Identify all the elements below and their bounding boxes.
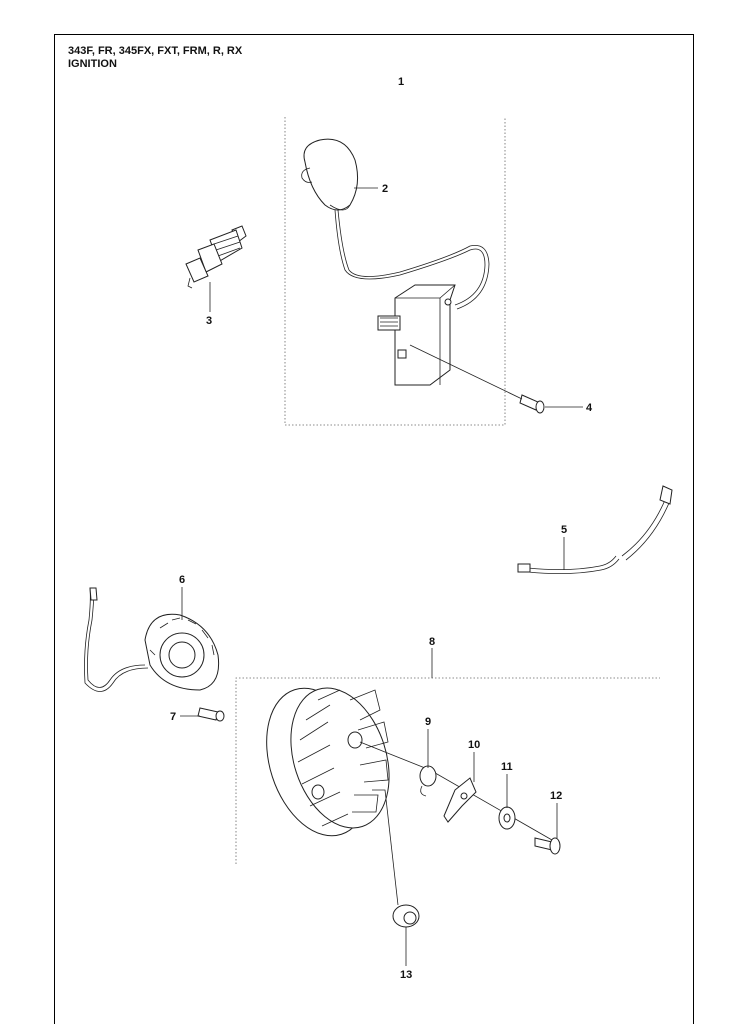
part-13-nut [392,904,420,928]
callout-11: 11 [501,761,513,773]
callouts: 1 2 3 4 5 6 7 8 9 10 11 12 13 [170,76,593,981]
leader-lines [180,187,583,966]
part-2-spark-plug-cap [301,138,490,310]
part-12-bolt [534,837,561,855]
callout-4: 4 [586,402,593,414]
page-header: 343F, FR, 345FX, FXT, FRM, R, RX IGNITIO… [68,45,242,71]
group-8-bracket [235,677,660,864]
page-frame [54,34,694,1024]
flywheel [266,687,390,837]
part-9-spring [419,765,437,797]
callout-6: 6 [179,574,185,586]
group-1-bracket [284,117,506,426]
callout-5: 5 [561,524,567,536]
ignition-module [377,284,456,386]
model-list: 343F, FR, 345FX, FXT, FRM, R, RX [68,45,243,57]
callout-2: 2 [382,183,388,195]
part-7-screw [197,707,225,722]
part-6-coil [84,587,220,692]
callout-7: 7 [170,711,176,723]
callout-8: 8 [429,636,435,648]
callout-12: 12 [550,790,562,802]
part-5-cable [517,485,673,574]
part-10-pawl [443,777,477,823]
callout-13: 13 [400,969,412,981]
part-4-screw [409,344,545,414]
section-title: IGNITION [68,58,117,70]
callout-3: 3 [206,315,212,327]
part-11-washer [498,806,516,830]
callout-10: 10 [468,739,480,751]
callout-1: 1 [398,76,404,88]
part-3-spark-plug [185,225,247,289]
callout-9: 9 [425,716,431,728]
